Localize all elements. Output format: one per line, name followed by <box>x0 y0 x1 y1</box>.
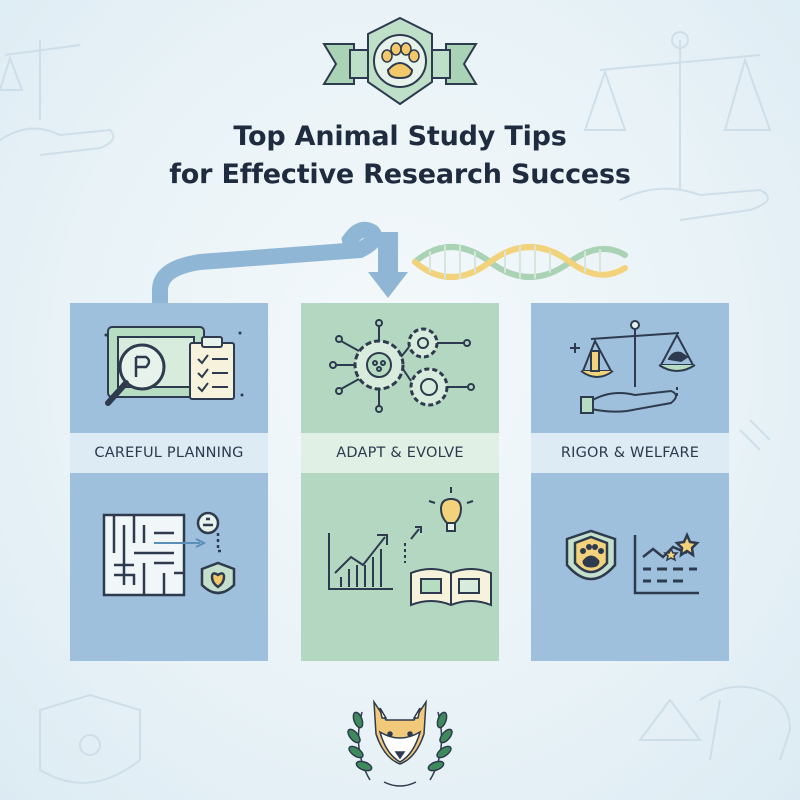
title-line-2: for Effective Research Success <box>169 159 631 190</box>
page-title: Top Animal Study Tips for Effective Rese… <box>0 118 800 194</box>
maze-icon <box>102 511 236 597</box>
research-plan-icon <box>104 326 244 406</box>
gears-circuit-icon <box>329 319 475 413</box>
balance-scale-icon <box>570 320 696 414</box>
card-adapt-evolve: ADAPT & EVOLVE <box>301 303 499 661</box>
card-label: CAREFUL PLANNING <box>70 433 268 473</box>
fox-laurel-emblem <box>347 699 453 787</box>
card-label: ADAPT & EVOLVE <box>301 433 499 473</box>
paw-shield-icon <box>565 529 700 595</box>
card-label: RIGOR & WELFARE <box>531 433 729 473</box>
card-rigor-welfare: RIGOR & WELFARE <box>531 303 729 661</box>
paw-logo-badge <box>322 16 478 106</box>
title-line-1: Top Animal Study Tips <box>233 121 567 152</box>
growth-chart-icon <box>328 487 492 607</box>
card-careful-planning: CAREFUL PLANNING <box>70 303 268 661</box>
